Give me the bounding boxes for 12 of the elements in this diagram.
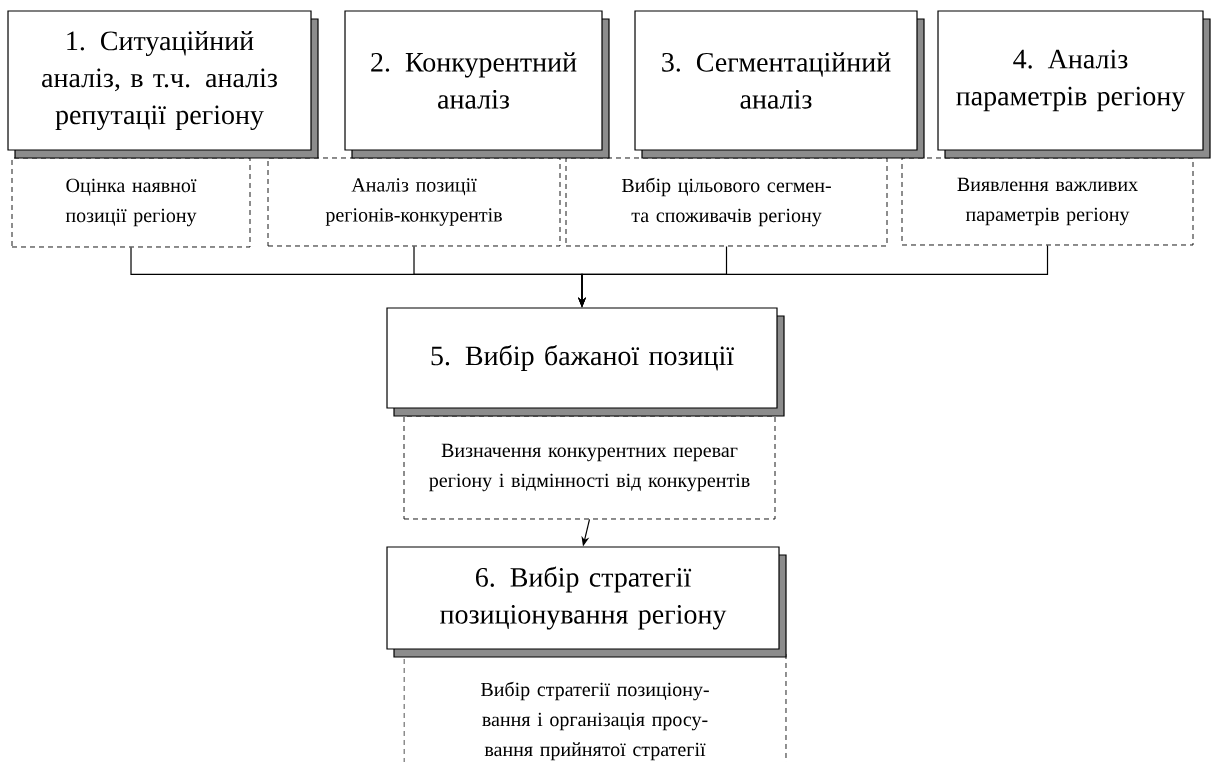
process-box: 5. Вибір бажаної позиції [386, 307, 785, 417]
note-box: Вибір стратегії позиціону- вання і організація просу- вання прийнятої стратегії [403, 651, 787, 762]
process-box: 1. Ситуаційний аналіз, в т.ч. аналіз репутації регіону [7, 10, 319, 159]
process-box: 4. Аналіз параметрів регіону [937, 10, 1211, 159]
process-box: 2. Конкурентний аналіз [344, 10, 610, 159]
note-box: Вибір цільового сегмен- та споживачів регіону [565, 157, 888, 247]
note-box: Виявлення важливих параметрів регіону [901, 157, 1194, 246]
process-box: 6. Вибір стратегії позиціонування регіону [386, 546, 787, 658]
note-box: Аналіз позиції регіонів-конкурентів [267, 157, 561, 247]
note-box: Визначення конкурентних переваг регіону і відмінності від конкурентів [403, 415, 776, 520]
note-box: Оцінка наявної позиції регіону [11, 157, 251, 248]
process-box: 3. Сегментаційний аналіз [634, 10, 925, 159]
